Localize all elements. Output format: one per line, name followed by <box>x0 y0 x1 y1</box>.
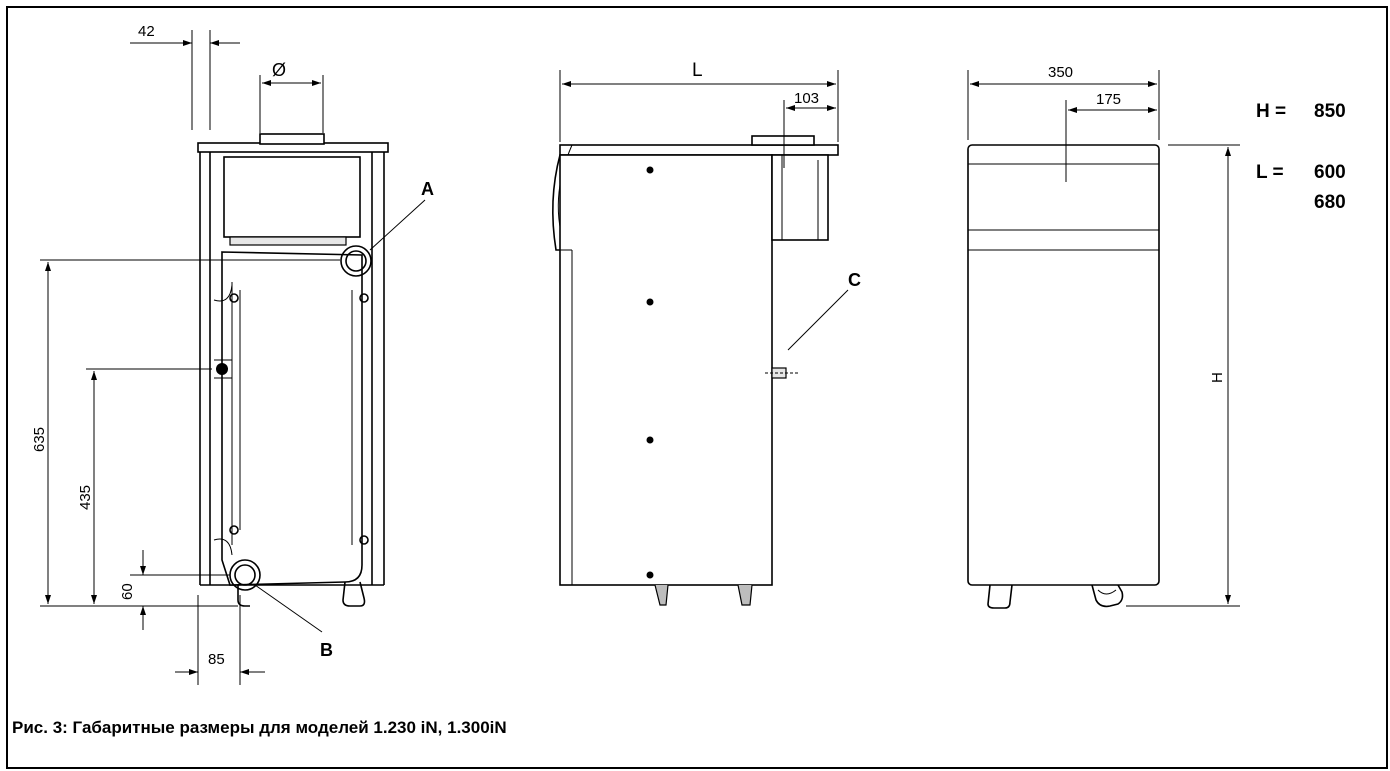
dim-60: 60 <box>119 583 136 600</box>
label-a: A <box>421 179 434 199</box>
spec-l-value-1: 600 <box>1314 162 1346 183</box>
left-view <box>197 133 389 607</box>
spec-l-key: L = <box>1256 162 1284 183</box>
dim-42: 42 <box>138 23 155 40</box>
dim-H: H <box>1209 372 1226 383</box>
dim-85: 85 <box>208 651 225 668</box>
spec-h-value: 850 <box>1314 101 1346 122</box>
dim-175: 175 <box>1096 91 1121 108</box>
dim-103: 103 <box>794 90 819 107</box>
dim-diameter: Ø <box>272 60 286 80</box>
right-dimensions: 350 175 H <box>967 64 1240 607</box>
figure-caption: Рис. 3: Габаритные размеры для моделей 1… <box>12 718 507 737</box>
dim-350: 350 <box>1048 64 1073 81</box>
dim-L: L <box>692 60 703 81</box>
spec-l-value-2: 680 <box>1314 192 1346 213</box>
spec-h-key: H = <box>1256 101 1286 122</box>
label-c: C <box>848 270 861 290</box>
right-view <box>967 144 1160 609</box>
middle-view <box>552 135 839 606</box>
middle-dimensions: L 103 <box>559 60 839 168</box>
spec-table: H = 850 L = 600 680 <box>1256 101 1346 213</box>
dim-635: 635 <box>31 427 48 452</box>
dim-435: 435 <box>77 485 94 510</box>
left-dimensions: 42 Ø 635 435 60 85 <box>31 23 340 685</box>
label-b: B <box>320 640 333 660</box>
